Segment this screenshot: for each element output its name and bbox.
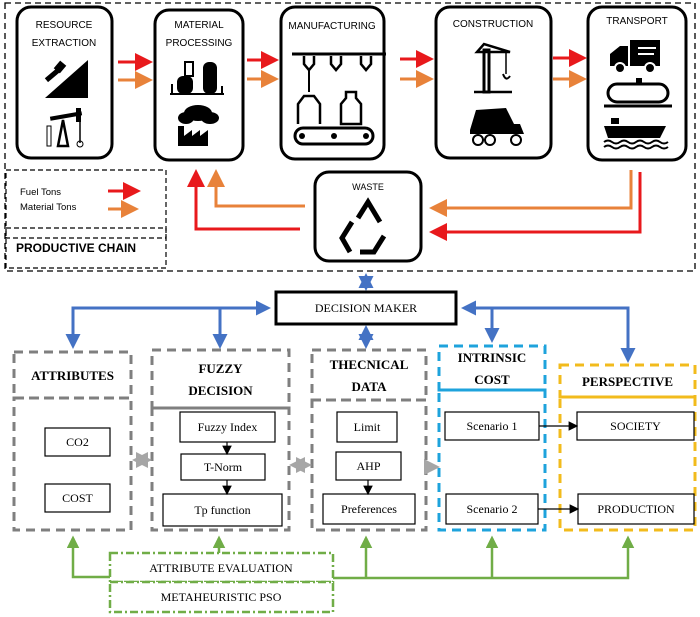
truck-icon	[610, 40, 660, 74]
module-title: INTRINSIC	[458, 350, 527, 365]
decision-maker-box[interactable]: DECISION MAKER	[274, 290, 458, 326]
module-item-label: AHP	[356, 459, 380, 473]
recycle-icon	[339, 197, 387, 255]
decision-connectors	[65, 300, 636, 363]
module-item[interactable]: SOCIETY	[576, 411, 695, 441]
waste-label: WASTE	[352, 182, 384, 192]
optimizer-connectors	[66, 535, 635, 580]
productive-chain-label-box	[5, 227, 167, 269]
module-item-label: Limit	[354, 420, 381, 434]
stage-material-processing[interactable]: MATERIAL PROCESSING	[153, 8, 245, 162]
module-perspective[interactable]: PERSPECTIVE SOCIETY PRODUCTION	[558, 363, 697, 532]
module-item[interactable]: AHP	[335, 451, 402, 481]
refinery-icon	[170, 61, 224, 95]
module-item-label: Scenario 1	[467, 419, 518, 433]
legend-box	[5, 169, 167, 239]
module-item[interactable]: T-Norm	[180, 453, 266, 481]
tanker-rail-icon	[604, 78, 672, 108]
module-item[interactable]: Scenario 1	[444, 411, 540, 441]
crane-icon	[474, 42, 512, 94]
module-body-frame	[310, 398, 428, 532]
module-title: PERSPECTIVE	[582, 374, 673, 389]
stage-label: RESOURCE	[36, 20, 93, 31]
stage-label: CONSTRUCTION	[453, 19, 534, 30]
module-item-label: PRODUCTION	[597, 502, 675, 516]
module-title: DATA	[352, 379, 388, 394]
module-title: FUZZY	[198, 361, 243, 376]
module-item[interactable]: PRODUCTION	[577, 493, 695, 525]
module-intrinsic[interactable]: INTRINSIC COST Scenario 1 Scenario 2	[437, 344, 547, 532]
waste-box[interactable]: WASTE	[313, 170, 423, 263]
conveyor-bottling-icon	[292, 52, 386, 146]
module-title: THECNICAL	[330, 357, 409, 372]
stage-label: MANUFACTURING	[288, 21, 375, 32]
mining-icon	[44, 60, 88, 98]
module-item-label: Preferences	[341, 502, 397, 516]
stage-label: PROCESSING	[166, 38, 233, 49]
module-item[interactable]: Preferences	[322, 493, 416, 525]
module-title-frame	[558, 363, 697, 399]
module-item[interactable]: Fuzzy Index	[179, 411, 276, 443]
flow-arrows-return	[187, 169, 642, 241]
module-item[interactable]: Scenario 2	[445, 493, 539, 525]
module-title: DECISION	[188, 383, 253, 398]
productive-chain-label: PRODUCTIVE CHAIN	[16, 241, 136, 255]
module-title: ATTRIBUTES	[31, 368, 114, 383]
metaheuristic-pso-label: METAHEURISTIC PSO	[161, 590, 282, 604]
module-item-label: SOCIETY	[610, 419, 661, 433]
cement-truck-icon	[470, 108, 524, 146]
module-item[interactable]: COST	[44, 483, 111, 513]
module-title-frame	[12, 350, 133, 400]
attribute-evaluation-label: ATTRIBUTE EVALUATION	[149, 561, 293, 575]
factory-icon	[178, 105, 219, 146]
module-item-label: Fuzzy Index	[198, 420, 258, 434]
attribute-evaluation-box[interactable]: ATTRIBUTE EVALUATION	[108, 551, 335, 584]
module-title: COST	[474, 372, 510, 387]
flow-arrows-forward	[118, 49, 587, 89]
stage-resource-extraction[interactable]: RESOURCE EXTRACTION	[15, 5, 114, 160]
ship-icon	[603, 118, 669, 150]
stage-label: MATERIAL	[174, 20, 224, 31]
legend-fuel-label: Fuel Tons	[20, 187, 61, 198]
module-item-label: T-Norm	[204, 460, 243, 474]
module-item-label: Tp function	[194, 503, 250, 517]
stage-construction[interactable]: CONSTRUCTION	[434, 5, 553, 160]
productive-chain-frame	[4, 2, 696, 272]
metaheuristic-pso-box[interactable]: METAHEURISTIC PSO	[108, 580, 335, 614]
decision-maker-label: DECISION MAKER	[315, 301, 417, 315]
module-item[interactable]: CO2	[44, 427, 111, 457]
stage-manufacturing[interactable]: MANUFACTURING	[279, 5, 386, 161]
module-item-label: CO2	[66, 435, 89, 449]
stage-label: TRANSPORT	[606, 16, 668, 27]
module-item[interactable]: Limit	[336, 411, 398, 443]
oil-pump-icon	[46, 108, 84, 148]
stage-label: EXTRACTION	[32, 38, 96, 49]
module-title-frame	[150, 348, 291, 410]
module-body-frame	[558, 395, 697, 532]
legend-material-label: Material Tons	[20, 202, 77, 213]
module-item-label: Scenario 2	[467, 502, 518, 516]
module-item[interactable]: Tp function	[162, 493, 283, 527]
module-item-label: COST	[62, 491, 93, 505]
stage-transport[interactable]: TRANSPORT	[586, 5, 688, 162]
module-body-frame	[12, 396, 133, 532]
module-title-frame	[310, 348, 428, 402]
